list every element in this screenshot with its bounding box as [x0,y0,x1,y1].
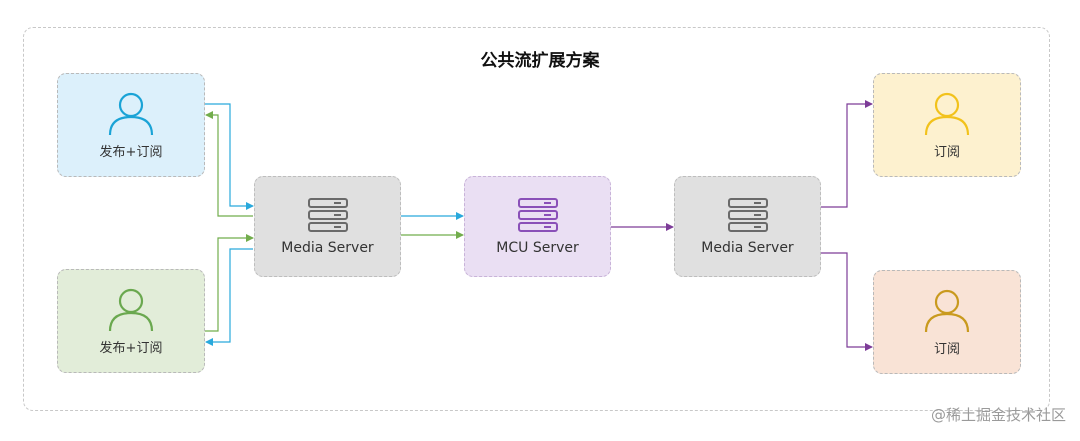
user-icon [924,92,970,135]
media-server-right-label: Media Server [701,239,794,256]
subscriber-node-1: 订阅 [873,73,1021,177]
subscriber-label-1: 订阅 [933,144,960,160]
link-publisher1-to-media [205,103,254,210]
user-icon [108,288,154,331]
publisher-label-1: 发布+订阅 [99,144,163,160]
server-icon [307,197,348,232]
media-server-left-label: Media Server [281,239,374,256]
publisher-node-1: 发布+订阅 [57,73,205,177]
server-icon [517,197,558,232]
link-media-to-publisher1 [205,111,253,217]
media-server-right: Media Server [674,176,821,277]
link-media-to-subscriber2 [821,252,873,351]
server-icon [727,197,768,232]
link-media-to-publisher2 [205,248,253,346]
mcu-server: MCU Server [464,176,611,277]
diagram-frame [23,27,1050,411]
publisher-label-2: 发布+订阅 [99,340,163,356]
diagram-title: 公共流扩展方案 [480,51,600,71]
publisher-node-2: 发布+订阅 [57,269,205,373]
link-media-to-subscriber1 [821,100,873,208]
media-server-left: Media Server [254,176,401,277]
watermark: @稀土掘金技术社区 [930,406,1066,424]
subscriber-label-2: 订阅 [933,341,960,357]
mcu-server-label: MCU Server [496,239,579,256]
user-icon [108,92,154,135]
user-icon [924,289,970,332]
subscriber-node-2: 订阅 [873,270,1021,374]
link-publisher2-to-media [205,234,254,332]
